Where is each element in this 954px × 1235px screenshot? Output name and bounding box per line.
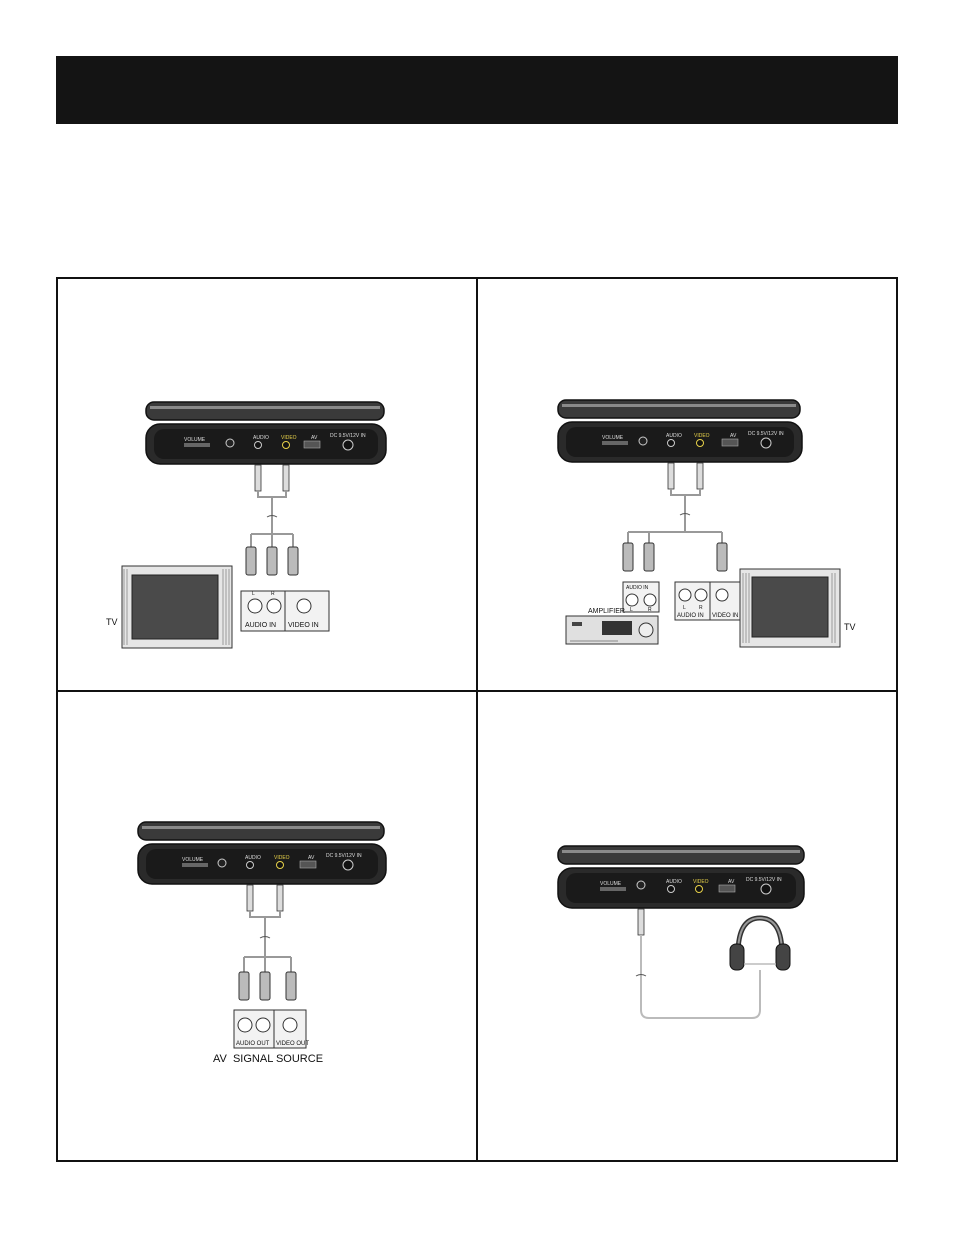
amp-right-label: R	[648, 607, 652, 613]
video-jack-label: VIDEO	[274, 855, 290, 861]
dc-in-jack	[342, 439, 354, 451]
video-in-label: VIDEO IN	[288, 622, 319, 629]
player-lid	[145, 401, 385, 421]
av-source-connection-diagram: VOLUME AUDIO VIDEO AV DC 9.5V/12V IN	[137, 821, 387, 1065]
volume-label: VOLUME	[602, 435, 624, 441]
headphone-connection-diagram: VOLUME AUDIO VIDEO AV DC 9.5V/12V IN	[557, 845, 805, 1019]
video-jack	[695, 885, 703, 893]
audio-jack	[667, 885, 675, 893]
tv-audio-in-label: AUDIO IN	[677, 613, 704, 619]
audio-jack-label: AUDIO	[666, 879, 682, 885]
av-switch	[299, 860, 317, 869]
video-jack-label: VIDEO	[694, 433, 710, 439]
dc-in-label: DC 9.5V/12V IN	[330, 433, 366, 439]
audio-jack-label: AUDIO	[253, 435, 269, 441]
volume-label: VOLUME	[184, 437, 206, 443]
av-switch	[303, 440, 321, 449]
video-jack	[696, 439, 704, 447]
video-jack-label: VIDEO	[281, 435, 297, 441]
av-switch-label: AV	[728, 879, 735, 885]
amp-audio-in-label: AUDIO IN	[626, 585, 649, 591]
right-channel-label: R	[271, 591, 275, 597]
rca-plugs	[622, 542, 728, 572]
left-channel-label: L	[252, 591, 255, 597]
tv-connection-panel: VOLUME AUDIO VIDEO AV DC 9.5V/12V IN	[58, 279, 478, 692]
tv-video-in-label: VIDEO IN	[712, 613, 738, 619]
headphones-icon	[729, 915, 791, 971]
dc-in-jack	[760, 437, 772, 449]
av-switch	[718, 884, 736, 893]
tv-label: TV	[106, 617, 118, 627]
volume-label: VOLUME	[600, 881, 622, 887]
connection-diagram-grid: VOLUME AUDIO VIDEO AV DC 9.5V/12V IN	[56, 277, 898, 1162]
tv-set	[739, 568, 841, 648]
player-lid	[557, 399, 801, 419]
audio-jack	[667, 439, 675, 447]
amplifier-label: AMPLIFIER	[588, 608, 625, 615]
video-jack-label: VIDEO	[693, 879, 709, 885]
headphone-connection-panel: VOLUME AUDIO VIDEO AV DC 9.5V/12V IN	[478, 692, 896, 1160]
rca-plugs	[238, 971, 297, 1001]
amplifier-connection-diagram: VOLUME AUDIO VIDEO AV DC 9.5V/12V IN AUD…	[557, 399, 856, 648]
av-switch	[721, 438, 739, 447]
headphone-jack	[636, 880, 646, 890]
tv-label: TV	[844, 622, 856, 632]
tv-connection-diagram: VOLUME AUDIO VIDEO AV DC 9.5V/12V IN	[106, 401, 387, 649]
tv-jack-panel	[674, 581, 744, 621]
audio-jack	[246, 861, 254, 869]
section-header-bar	[56, 56, 898, 124]
video-out-label: VIDEO OUT	[276, 1041, 309, 1047]
tv-right-label: R	[699, 605, 703, 611]
av-switch-label: AV	[730, 433, 737, 439]
audio-out-label: AUDIO OUT	[236, 1041, 270, 1047]
av-source-connection-panel: VOLUME AUDIO VIDEO AV DC 9.5V/12V IN	[58, 692, 478, 1160]
audio-jack-label: AUDIO	[666, 433, 682, 439]
dc-in-label: DC 9.5V/12V IN	[748, 431, 784, 437]
headphone-jack	[217, 858, 227, 868]
av-switch-label: AV	[311, 435, 318, 441]
video-jack	[282, 441, 290, 449]
amplifier-unit	[565, 615, 659, 645]
dc-in-label: DC 9.5V/12V IN	[746, 877, 782, 883]
dc-in-jack	[342, 859, 354, 871]
audio-jack-label: AUDIO	[245, 855, 261, 861]
audio-jack	[254, 441, 262, 449]
audio-in-label: AUDIO IN	[245, 622, 276, 629]
player-lid	[557, 845, 805, 865]
dc-in-label: DC 9.5V/12V IN	[326, 853, 362, 859]
headphone-jack	[638, 436, 648, 446]
rca-plugs	[245, 546, 299, 576]
tv-set	[121, 565, 233, 649]
amp-left-label: L	[630, 607, 633, 613]
amplifier-connection-panel: VOLUME AUDIO VIDEO AV DC 9.5V/12V IN AUD…	[478, 279, 896, 692]
volume-label: VOLUME	[182, 857, 204, 863]
dc-in-jack	[760, 883, 772, 895]
headphone-jack	[225, 438, 235, 448]
player-lid	[137, 821, 385, 841]
video-jack	[276, 861, 284, 869]
av-switch-label: AV	[308, 855, 315, 861]
tv-left-label: L	[683, 605, 686, 611]
av-signal-source-label: AV SIGNAL SOURCE	[213, 1053, 323, 1065]
